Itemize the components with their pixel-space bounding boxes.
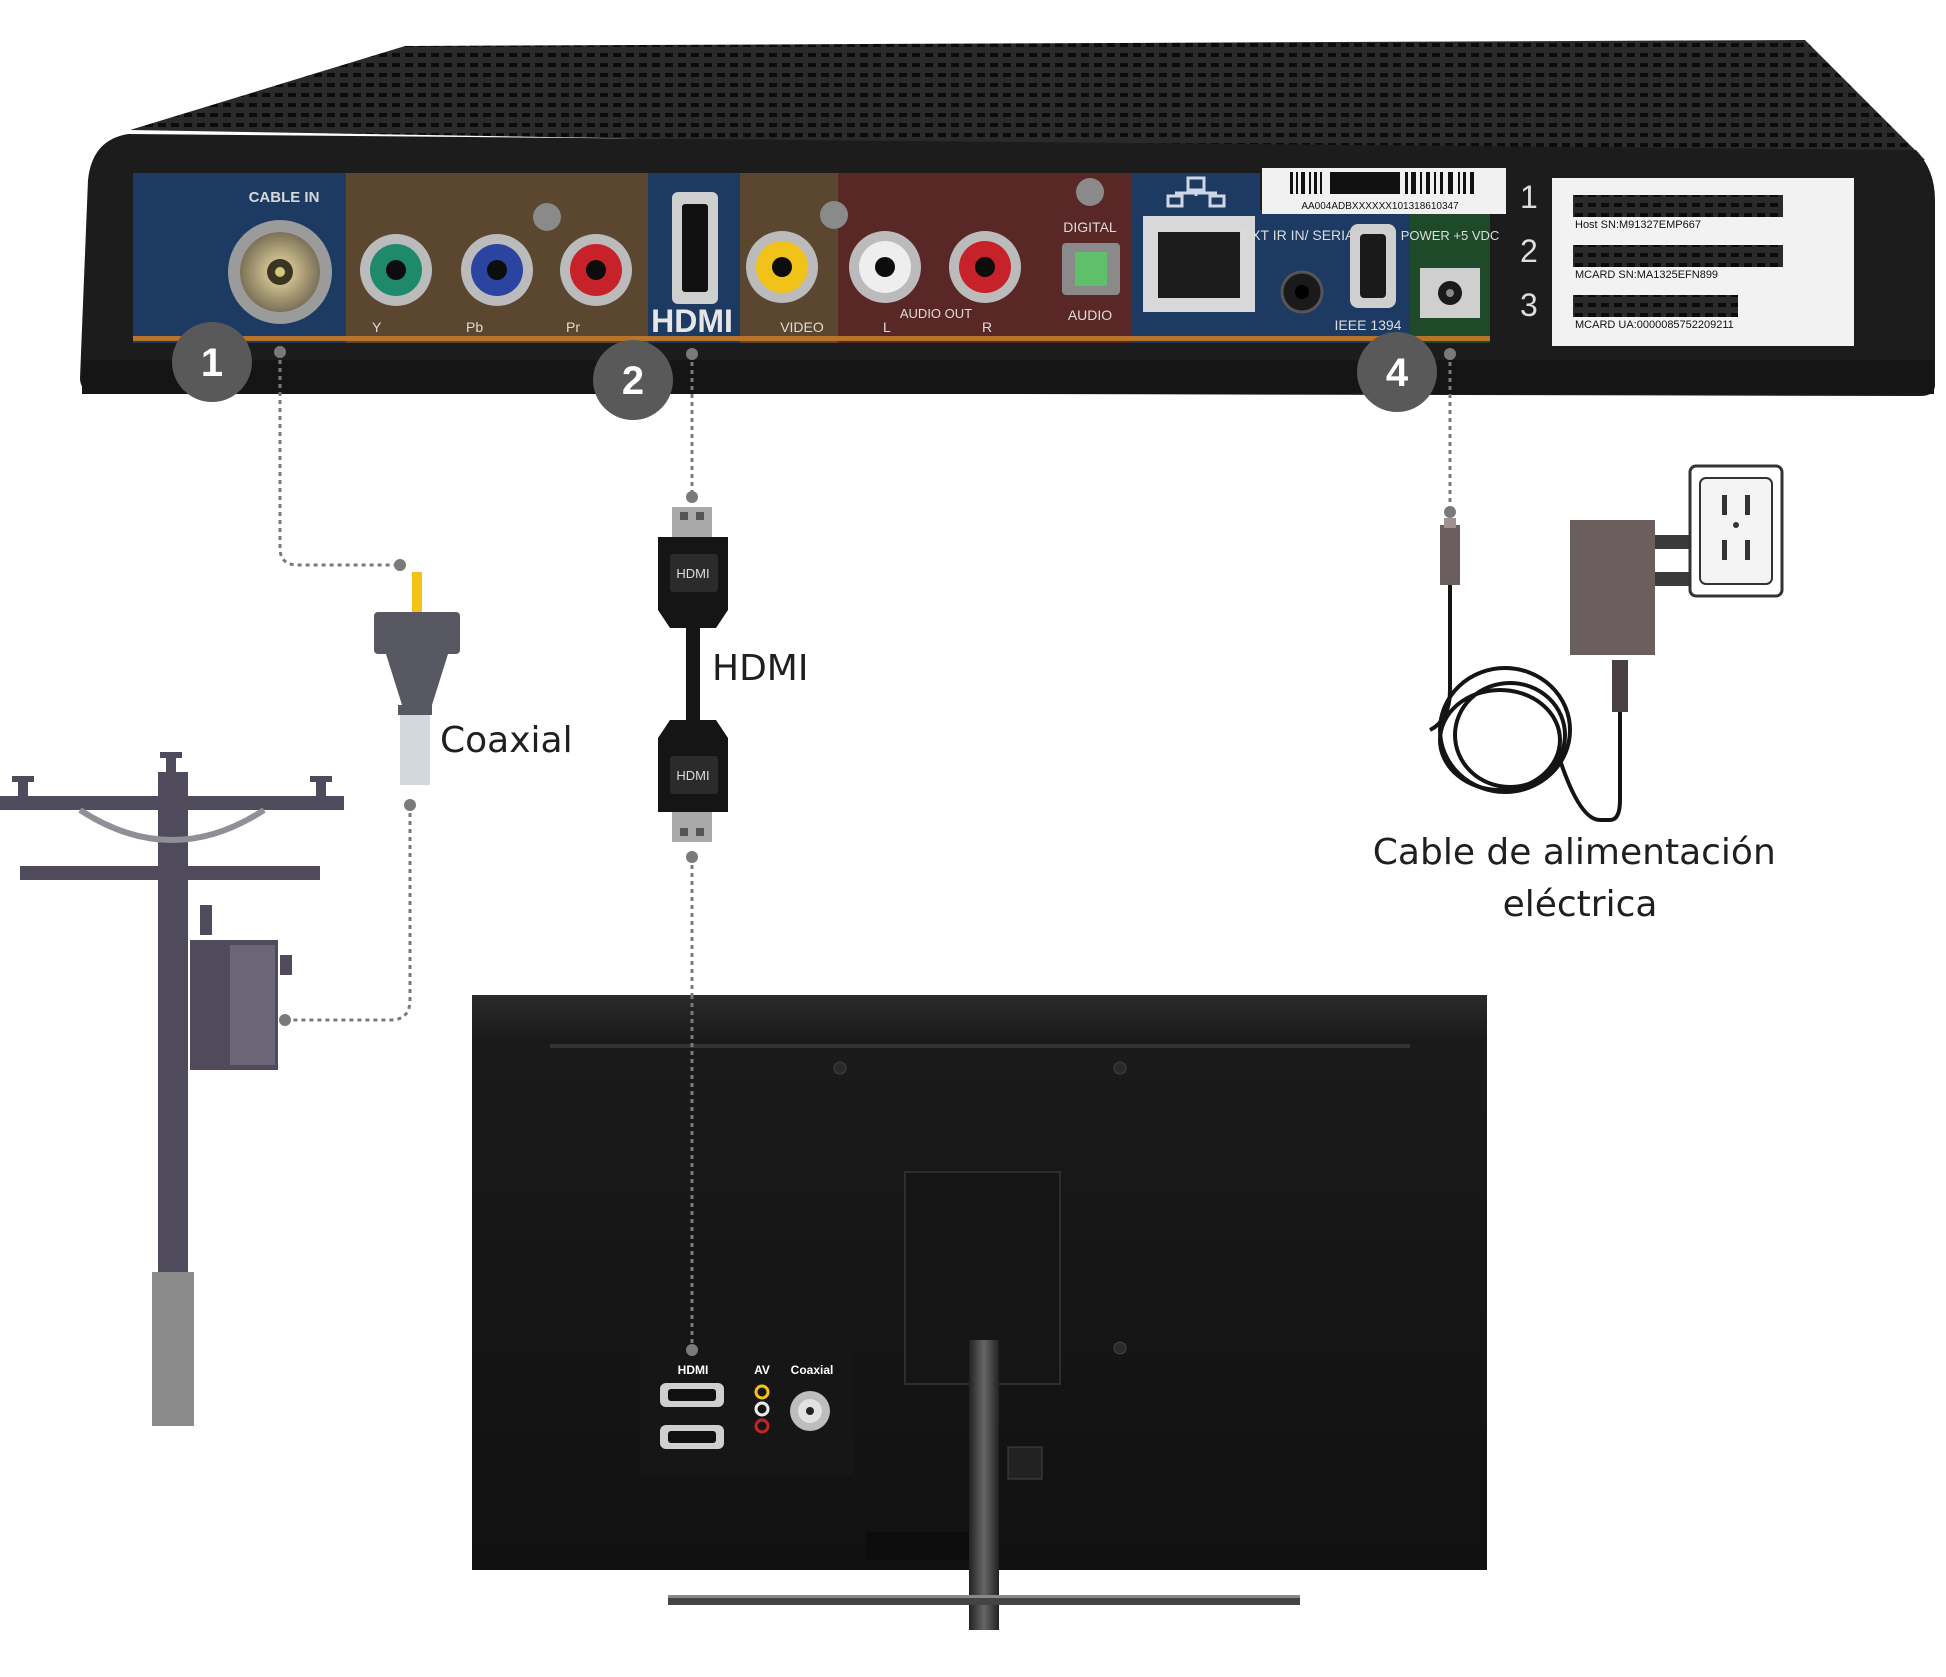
step-4-number: 4 [1386,351,1409,395]
power-cable-label-line1: Cable de alimentación [1373,832,1776,873]
audio-l-label: L [883,319,891,335]
insulator-icon [12,776,34,798]
screw-icon [820,201,848,229]
power-cable-label-line2: eléctrica [1503,884,1658,925]
audio-r-label: R [982,319,992,335]
digital-audio-label: AUDIO [1068,307,1112,323]
transformer-icon [190,905,292,1070]
connector-dot [686,1344,698,1356]
hdmi-cable-label: HDMI [712,648,808,689]
video-label: VIDEO [780,319,824,335]
step-2-number: 2 [622,359,644,403]
set-top-box: CABLE IN Y Pb Pr HDMI VIDEO L AUDIO OUT … [80,40,1935,396]
hdmi-plug-bottom-label: HDMI [676,768,709,783]
cable-in-label: CABLE IN [249,189,320,206]
component-y-label: Y [372,319,382,335]
screw-icon [533,203,561,231]
cable-in-pin-center [275,267,285,277]
mcard-ua: MCARD UA:0000085752209211 [1575,319,1734,331]
ext-ir-label-text: EXT IR IN/ SERIAL [1242,227,1363,243]
line-coax-bottom [285,805,410,1020]
power-cable-label: Cable de alimentación eléctrica [1373,832,1787,925]
slot-1-label: 1 [1520,179,1538,215]
hdmi-plug-top-label: HDMI [676,566,709,581]
tv-hdmi-label: HDMI [678,1363,709,1377]
television-back: HDMI AV Coaxial [472,995,1487,1630]
insulator-icon [160,752,182,774]
power-adapter-icon [1430,518,1697,820]
panel-orange-strip [133,336,1490,341]
insulator-icon [310,776,332,798]
wall-outlet-icon [1690,466,1782,596]
host-sn: Host SN:M91327EMP667 [1575,219,1701,231]
utility-pole-icon [0,752,344,1426]
power-label: POWER +5 VDC [1401,228,1500,243]
tv-stand-neck [969,1340,999,1630]
audio-out-label: AUDIO OUT [900,306,972,321]
screw-icon [1076,178,1104,206]
digital-label: DIGITAL [1063,219,1117,235]
hdmi-logo: HDMI [651,303,733,339]
slot-2-label: 2 [1520,233,1538,269]
slot-3-label: 3 [1520,287,1538,323]
component-pr-label: Pr [566,319,580,335]
tv-coaxial-label: Coaxial [791,1363,834,1377]
box-bottom-lip [82,360,1934,394]
tv-av-label: AV [754,1363,770,1377]
step-1-number: 1 [201,341,223,385]
ieee-label: IEEE 1394 [1335,317,1402,333]
mcard-sn: MCARD SN:MA1325EFN899 [1575,269,1718,281]
ext-ir-label: EXT IR IN/ SERIAL [1242,227,1363,243]
tv-coax-port [790,1391,830,1431]
barcode-text: AA004ADBXXXXXX101318610347 [1301,201,1459,212]
component-pb-label: Pb [466,319,483,335]
coaxial-label: Coaxial [440,720,573,761]
